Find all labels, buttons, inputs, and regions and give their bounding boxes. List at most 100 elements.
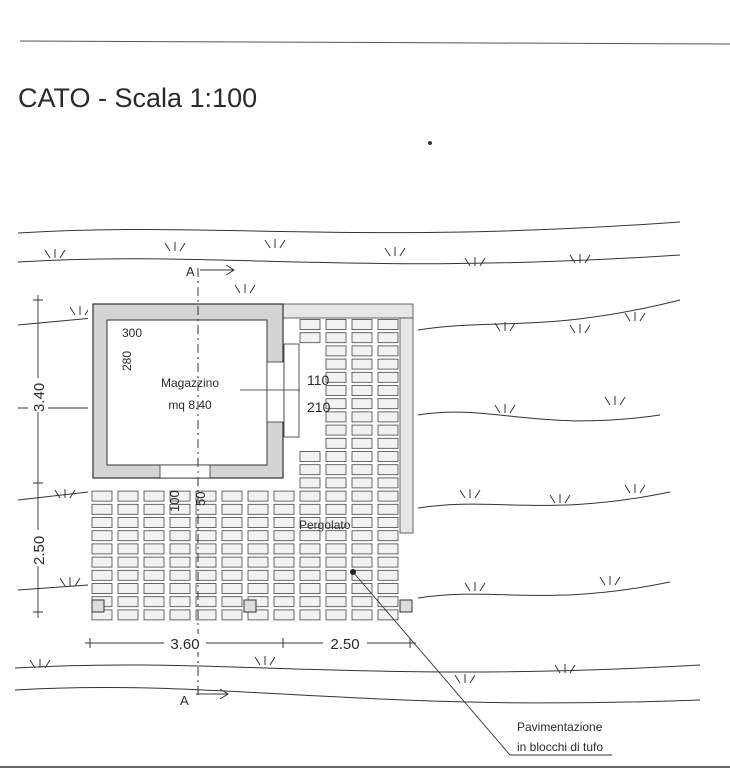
grass-mark-icon bbox=[569, 254, 591, 264]
tufo-block bbox=[169, 556, 191, 568]
tufo-block bbox=[273, 596, 295, 608]
grass-mark-icon bbox=[604, 396, 626, 406]
tufo-block bbox=[377, 477, 399, 489]
tufo-block bbox=[377, 437, 399, 449]
grass-mark-icon bbox=[69, 306, 91, 316]
tufo-block bbox=[299, 451, 321, 462]
tufo-block bbox=[351, 517, 373, 528]
tufo-block bbox=[299, 556, 321, 568]
tufo-block bbox=[351, 319, 373, 330]
grass-mark-icon bbox=[494, 404, 516, 414]
contour-line bbox=[417, 581, 671, 599]
tufo-block bbox=[351, 569, 373, 581]
tufo-block bbox=[325, 358, 347, 370]
tufo-block bbox=[91, 583, 113, 594]
tufo-block bbox=[351, 477, 373, 489]
tufo-block bbox=[91, 503, 113, 515]
contour-line bbox=[17, 317, 94, 326]
tufo-block bbox=[247, 569, 269, 581]
tufo-block bbox=[377, 451, 399, 462]
grass-mark-icon bbox=[264, 239, 286, 249]
tufo-block bbox=[377, 503, 399, 515]
tufo-block bbox=[91, 556, 113, 568]
tufo-block bbox=[325, 371, 347, 383]
contour-line bbox=[17, 584, 89, 591]
section-marker-bottom: A bbox=[180, 693, 189, 708]
grass-mark-icon bbox=[624, 312, 646, 322]
tufo-block bbox=[377, 583, 399, 594]
room-width-label: 300 bbox=[122, 326, 142, 340]
terrain-contours bbox=[14, 221, 701, 704]
tufo-block bbox=[325, 556, 347, 568]
tufo-block bbox=[299, 477, 321, 489]
room-name: Magazzino bbox=[161, 376, 219, 390]
grass-mark-icon bbox=[254, 656, 276, 666]
tufo-block bbox=[117, 556, 139, 568]
contour-line bbox=[17, 491, 89, 501]
tufo-block bbox=[299, 503, 321, 515]
tufo-block bbox=[351, 371, 373, 383]
stone-wall-top bbox=[282, 303, 414, 319]
tufo-block bbox=[351, 583, 373, 594]
horizontal-dimension-ticks bbox=[89, 638, 411, 648]
pergola-post bbox=[399, 599, 413, 613]
vertical-dimension-ticks bbox=[33, 299, 43, 613]
tufo-block bbox=[325, 477, 347, 489]
tufo-block bbox=[299, 517, 321, 528]
pergola-post bbox=[243, 599, 257, 613]
tufo-block bbox=[377, 398, 399, 410]
grass-mark-icon bbox=[464, 257, 486, 267]
side-door-opening bbox=[266, 361, 285, 423]
tufo-block bbox=[325, 569, 347, 581]
tufo-block bbox=[221, 556, 243, 568]
tufo-block bbox=[273, 556, 295, 568]
tufo-block bbox=[195, 569, 217, 581]
tufo-block bbox=[325, 385, 347, 396]
tufo-block bbox=[325, 490, 347, 502]
tufo-block bbox=[221, 503, 243, 515]
contour-line bbox=[417, 299, 681, 331]
tufo-block bbox=[325, 543, 347, 555]
pergola-label: Pergolato bbox=[299, 518, 351, 532]
tufo-block bbox=[195, 583, 217, 594]
grass-mark-icon bbox=[54, 489, 76, 499]
tufo-block bbox=[325, 517, 347, 528]
section-arrow-top-icon bbox=[200, 264, 235, 276]
tufo-block bbox=[325, 437, 347, 449]
tufo-block bbox=[117, 569, 139, 581]
tufo-block bbox=[247, 609, 269, 621]
callout-leader bbox=[352, 571, 612, 756]
tufo-block bbox=[273, 530, 295, 542]
tufo-block bbox=[143, 490, 165, 502]
tufo-block bbox=[351, 503, 373, 515]
tufo-block bbox=[299, 332, 321, 344]
tufo-block bbox=[91, 543, 113, 555]
tufo-block bbox=[143, 583, 165, 594]
tufo-block bbox=[247, 490, 269, 502]
tufo-block bbox=[299, 464, 321, 476]
tufo-block bbox=[117, 503, 139, 515]
contour-line bbox=[417, 491, 671, 509]
tufo-block bbox=[143, 503, 165, 515]
tufo-block bbox=[221, 543, 243, 555]
contour-line bbox=[417, 411, 661, 422]
stone-wall-right bbox=[399, 317, 414, 534]
tufo-block bbox=[117, 490, 139, 502]
tufo-block bbox=[169, 503, 191, 515]
tufo-block bbox=[351, 530, 373, 542]
tufo-block bbox=[195, 556, 217, 568]
vegetation-marks bbox=[29, 239, 646, 684]
section-marker-top: A bbox=[186, 264, 195, 279]
tufo-block bbox=[351, 424, 373, 436]
tufo-block bbox=[299, 319, 321, 330]
tufo-block bbox=[247, 543, 269, 555]
tufo-block bbox=[247, 503, 269, 515]
tufo-block bbox=[247, 583, 269, 594]
tufo-block bbox=[169, 569, 191, 581]
tufo-block bbox=[117, 583, 139, 594]
contour-line bbox=[17, 254, 681, 265]
horizontal-dim-2: 2.50 bbox=[330, 636, 359, 653]
tufo-block bbox=[221, 530, 243, 542]
grass-mark-icon bbox=[599, 576, 621, 586]
grass-mark-icon bbox=[459, 489, 481, 499]
